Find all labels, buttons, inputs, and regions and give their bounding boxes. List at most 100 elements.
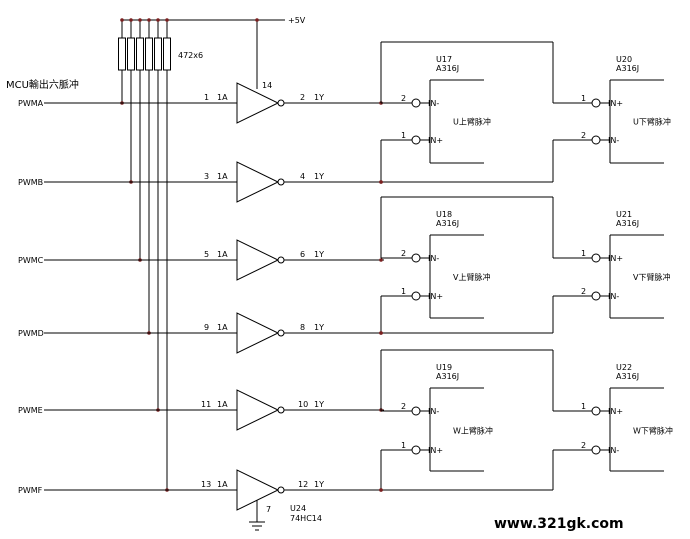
driver-pin-number: 2 xyxy=(581,131,586,140)
driver-pin xyxy=(591,445,601,455)
driver-pin-number: 1 xyxy=(581,402,586,411)
driver-pin-name: IN+ xyxy=(428,136,443,145)
driver-pin-name: IN+ xyxy=(428,446,443,455)
driver-label: W上臂脉冲 xyxy=(453,426,493,436)
resistor-array-label: 472x6 xyxy=(178,51,203,60)
driver-pin xyxy=(411,406,421,416)
pwm-input-label: PWMD xyxy=(18,329,44,338)
driver-pin xyxy=(591,253,601,263)
inverter-output-pin: 8 xyxy=(300,323,305,332)
driver-pin-number: 2 xyxy=(401,94,406,103)
inverter-part: 74HC14 xyxy=(290,514,322,523)
inverter-bubble xyxy=(277,406,285,414)
junction-dot xyxy=(120,18,124,22)
driver-pin-name: IN- xyxy=(608,136,619,145)
driver-pin-number: 1 xyxy=(581,94,586,103)
inverter-bubble xyxy=(277,329,285,337)
driver-part: A316J xyxy=(616,64,639,73)
driver-label: W下臂脉冲 xyxy=(633,426,673,436)
inverter-triangle xyxy=(236,389,280,431)
inverter-input-name: 1A xyxy=(217,250,228,259)
driver-pin xyxy=(411,135,421,145)
inverter-gnd-pin: 7 xyxy=(266,505,271,514)
driver-pin xyxy=(591,135,601,145)
inverter-input-pin: 13 xyxy=(201,480,211,489)
junction-dot xyxy=(379,258,383,262)
inverter-triangle xyxy=(236,239,280,281)
driver-ref: U17 xyxy=(436,55,452,64)
driver-pin-number: 1 xyxy=(401,287,406,296)
driver-pin xyxy=(591,406,601,416)
driver-pin-number: 1 xyxy=(401,131,406,140)
junction-dot xyxy=(255,18,259,22)
driver-part: A316J xyxy=(616,372,639,381)
inverter-vcc-pin: 14 xyxy=(262,81,272,90)
inverter-input-pin: 11 xyxy=(201,400,211,409)
driver-pin-number: 2 xyxy=(401,402,406,411)
driver-ref: U21 xyxy=(616,210,632,219)
pwm-input-label: PWMF xyxy=(18,486,43,495)
junction-dot xyxy=(138,18,142,22)
driver-pin-name: IN- xyxy=(428,254,439,263)
driver-ref: U18 xyxy=(436,210,452,219)
junction-dot xyxy=(129,18,133,22)
mcu-output-label: MCU輸出六脈冲 xyxy=(6,78,79,91)
ground-symbol xyxy=(249,505,265,531)
driver-ref: U22 xyxy=(616,363,632,372)
resistor-body xyxy=(118,37,126,71)
driver-part: A316J xyxy=(436,64,459,73)
inverter-output-name: 1Y xyxy=(314,93,324,102)
inverter-ref: U24 xyxy=(290,504,306,513)
driver-label: U上臂脉冲 xyxy=(453,117,491,127)
driver-pin-name: IN- xyxy=(608,292,619,301)
driver-pin-name: IN+ xyxy=(608,407,623,416)
inverter-input-pin: 3 xyxy=(204,172,209,181)
inverter-bubble xyxy=(277,99,285,107)
inverter-triangle xyxy=(236,161,280,203)
driver-pin-name: IN- xyxy=(428,407,439,416)
driver-label: U下臂脉冲 xyxy=(633,117,671,127)
driver-part: A316J xyxy=(436,372,459,381)
driver-part: A316J xyxy=(616,219,639,228)
inverter-output-name: 1Y xyxy=(314,172,324,181)
inverter-input-name: 1A xyxy=(217,400,228,409)
inverter-output-pin: 12 xyxy=(298,480,308,489)
driver-pin xyxy=(411,445,421,455)
inverter-bubble xyxy=(277,486,285,494)
resistor-body xyxy=(145,37,153,71)
inverter-output-name: 1Y xyxy=(314,250,324,259)
pwm-input-label: PWME xyxy=(18,406,43,415)
driver-pin-name: IN+ xyxy=(608,254,623,263)
inverter-triangle xyxy=(236,312,280,354)
inverter-input-name: 1A xyxy=(217,323,228,332)
driver-pin-name: IN- xyxy=(608,446,619,455)
inverter-output-pin: 2 xyxy=(300,93,305,102)
driver-label: V下臂脉冲 xyxy=(633,272,670,282)
inverter-bubble xyxy=(277,178,285,186)
inverter-output-name: 1Y xyxy=(314,400,324,409)
inverter-input-pin: 9 xyxy=(204,323,209,332)
junction-dot xyxy=(147,18,151,22)
driver-pin xyxy=(411,253,421,263)
driver-pin-number: 2 xyxy=(401,249,406,258)
inverter-input-name: 1A xyxy=(217,480,228,489)
driver-pin xyxy=(591,98,601,108)
inverter-output-pin: 10 xyxy=(298,400,308,409)
driver-pin-name: IN+ xyxy=(608,99,623,108)
driver-pin-name: IN+ xyxy=(428,292,443,301)
resistor-body xyxy=(127,37,135,71)
driver-ref: U19 xyxy=(436,363,452,372)
pwm-input-label: PWMB xyxy=(18,178,43,187)
inverter-input-pin: 1 xyxy=(204,93,209,102)
driver-pin xyxy=(411,291,421,301)
inverter-triangle xyxy=(236,82,280,124)
driver-pin-number: 1 xyxy=(401,441,406,450)
